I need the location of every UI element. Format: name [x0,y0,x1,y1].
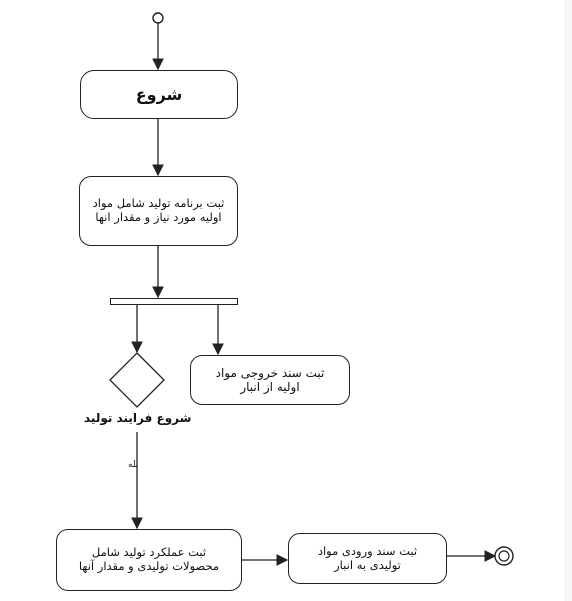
node-record-product-entry: ثبت سند ورودی مواد تولیدی به انبار [288,533,447,584]
decision-diamond [109,352,165,408]
fork-bar [110,298,238,305]
node-record-product-entry-label: ثبت سند ورودی مواد تولیدی به انبار [317,543,418,572]
node-start-label: شروع [135,84,183,104]
final-node-inner [498,550,510,562]
node-record-plan-label: ثبت برنامه تولید شامل مواد اولیه مورد نی… [92,196,225,224]
decision-label: شروع فرایند تولید [84,411,192,425]
node-record-performance-label: ثبت عملکرد تولید شامل محصولات تولیدی و م… [78,545,220,573]
node-record-performance: ثبت عملکرد تولید شامل محصولات تولیدی و م… [56,529,242,591]
node-record-plan: ثبت برنامه تولید شامل مواد اولیه مورد نی… [79,176,238,246]
node-record-material-exit-label: ثبت سند خروجی مواد اولیه از انبار [215,365,325,394]
initial-node [152,12,164,24]
right-edge-strip [564,0,572,601]
edge-yes-label: بله [128,460,139,470]
node-record-material-exit: ثبت سند خروجی مواد اولیه از انبار [190,355,350,405]
node-start: شروع [80,70,238,119]
